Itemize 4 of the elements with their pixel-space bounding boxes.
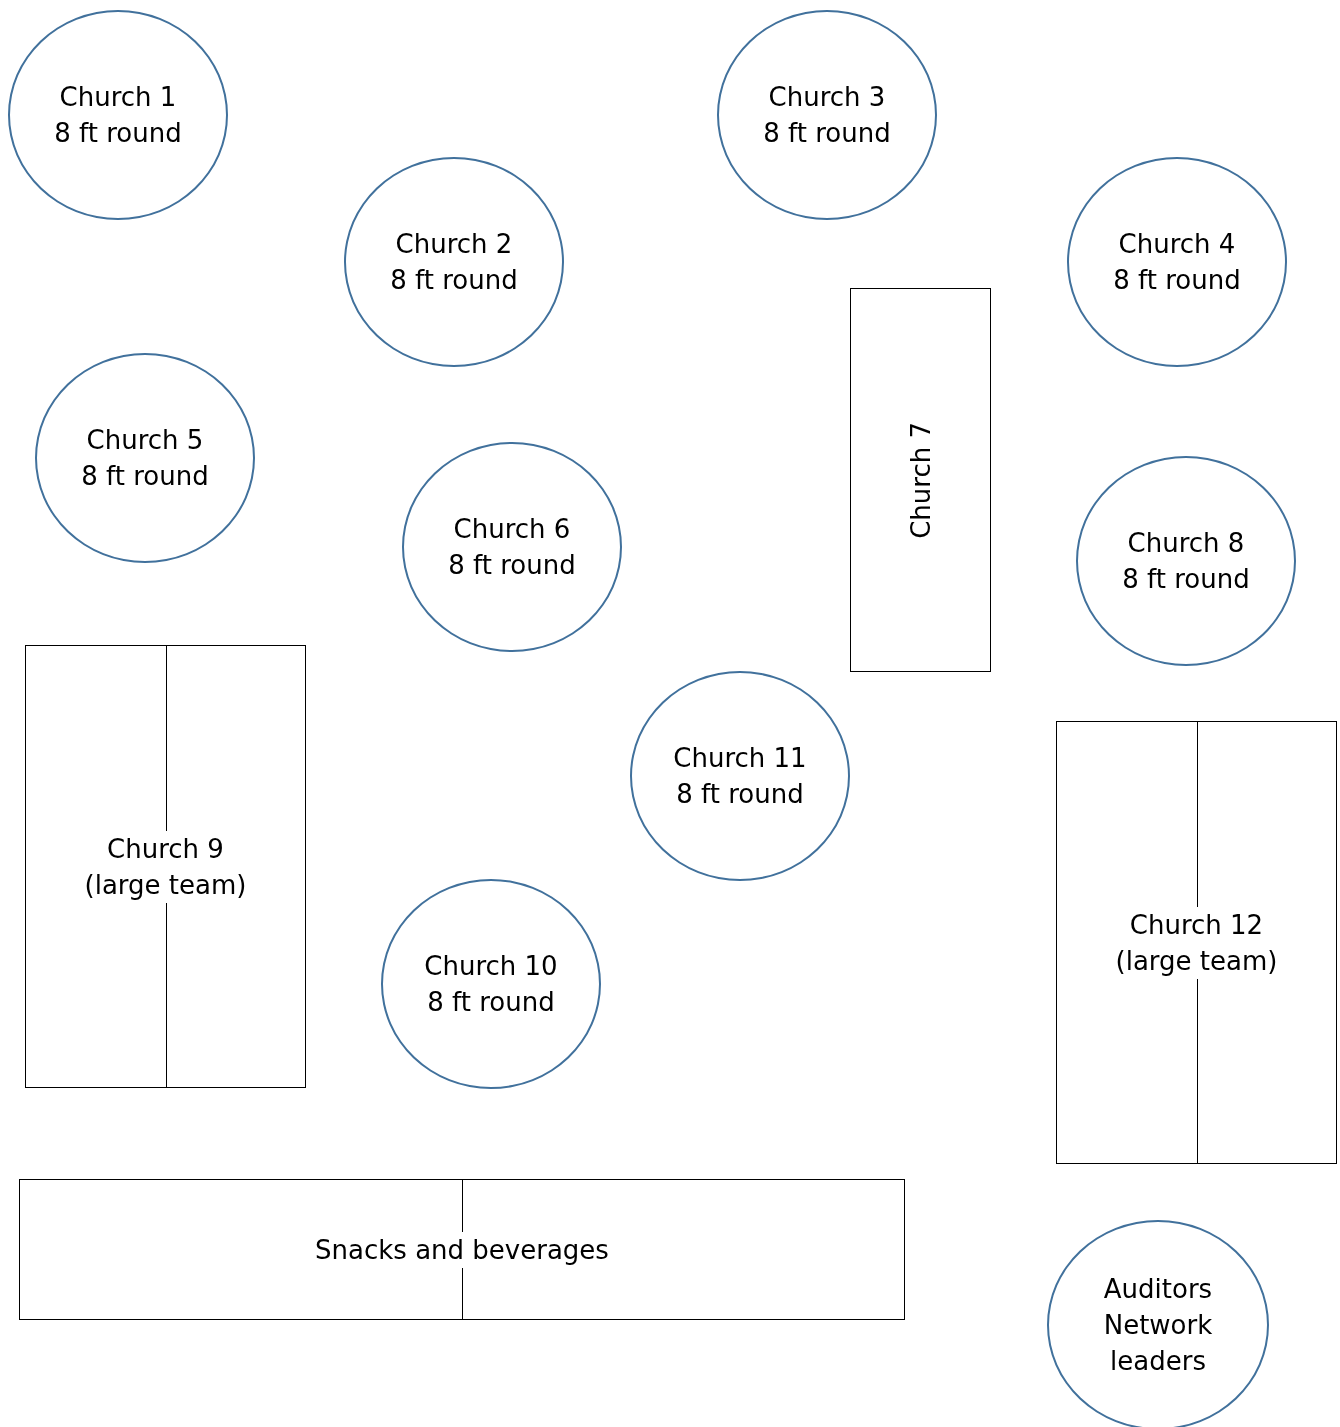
rectangular-table <box>19 1179 905 1320</box>
rectangular-table <box>25 645 306 1088</box>
rectangular-table <box>850 288 991 672</box>
rectangular-table <box>1056 721 1337 1164</box>
